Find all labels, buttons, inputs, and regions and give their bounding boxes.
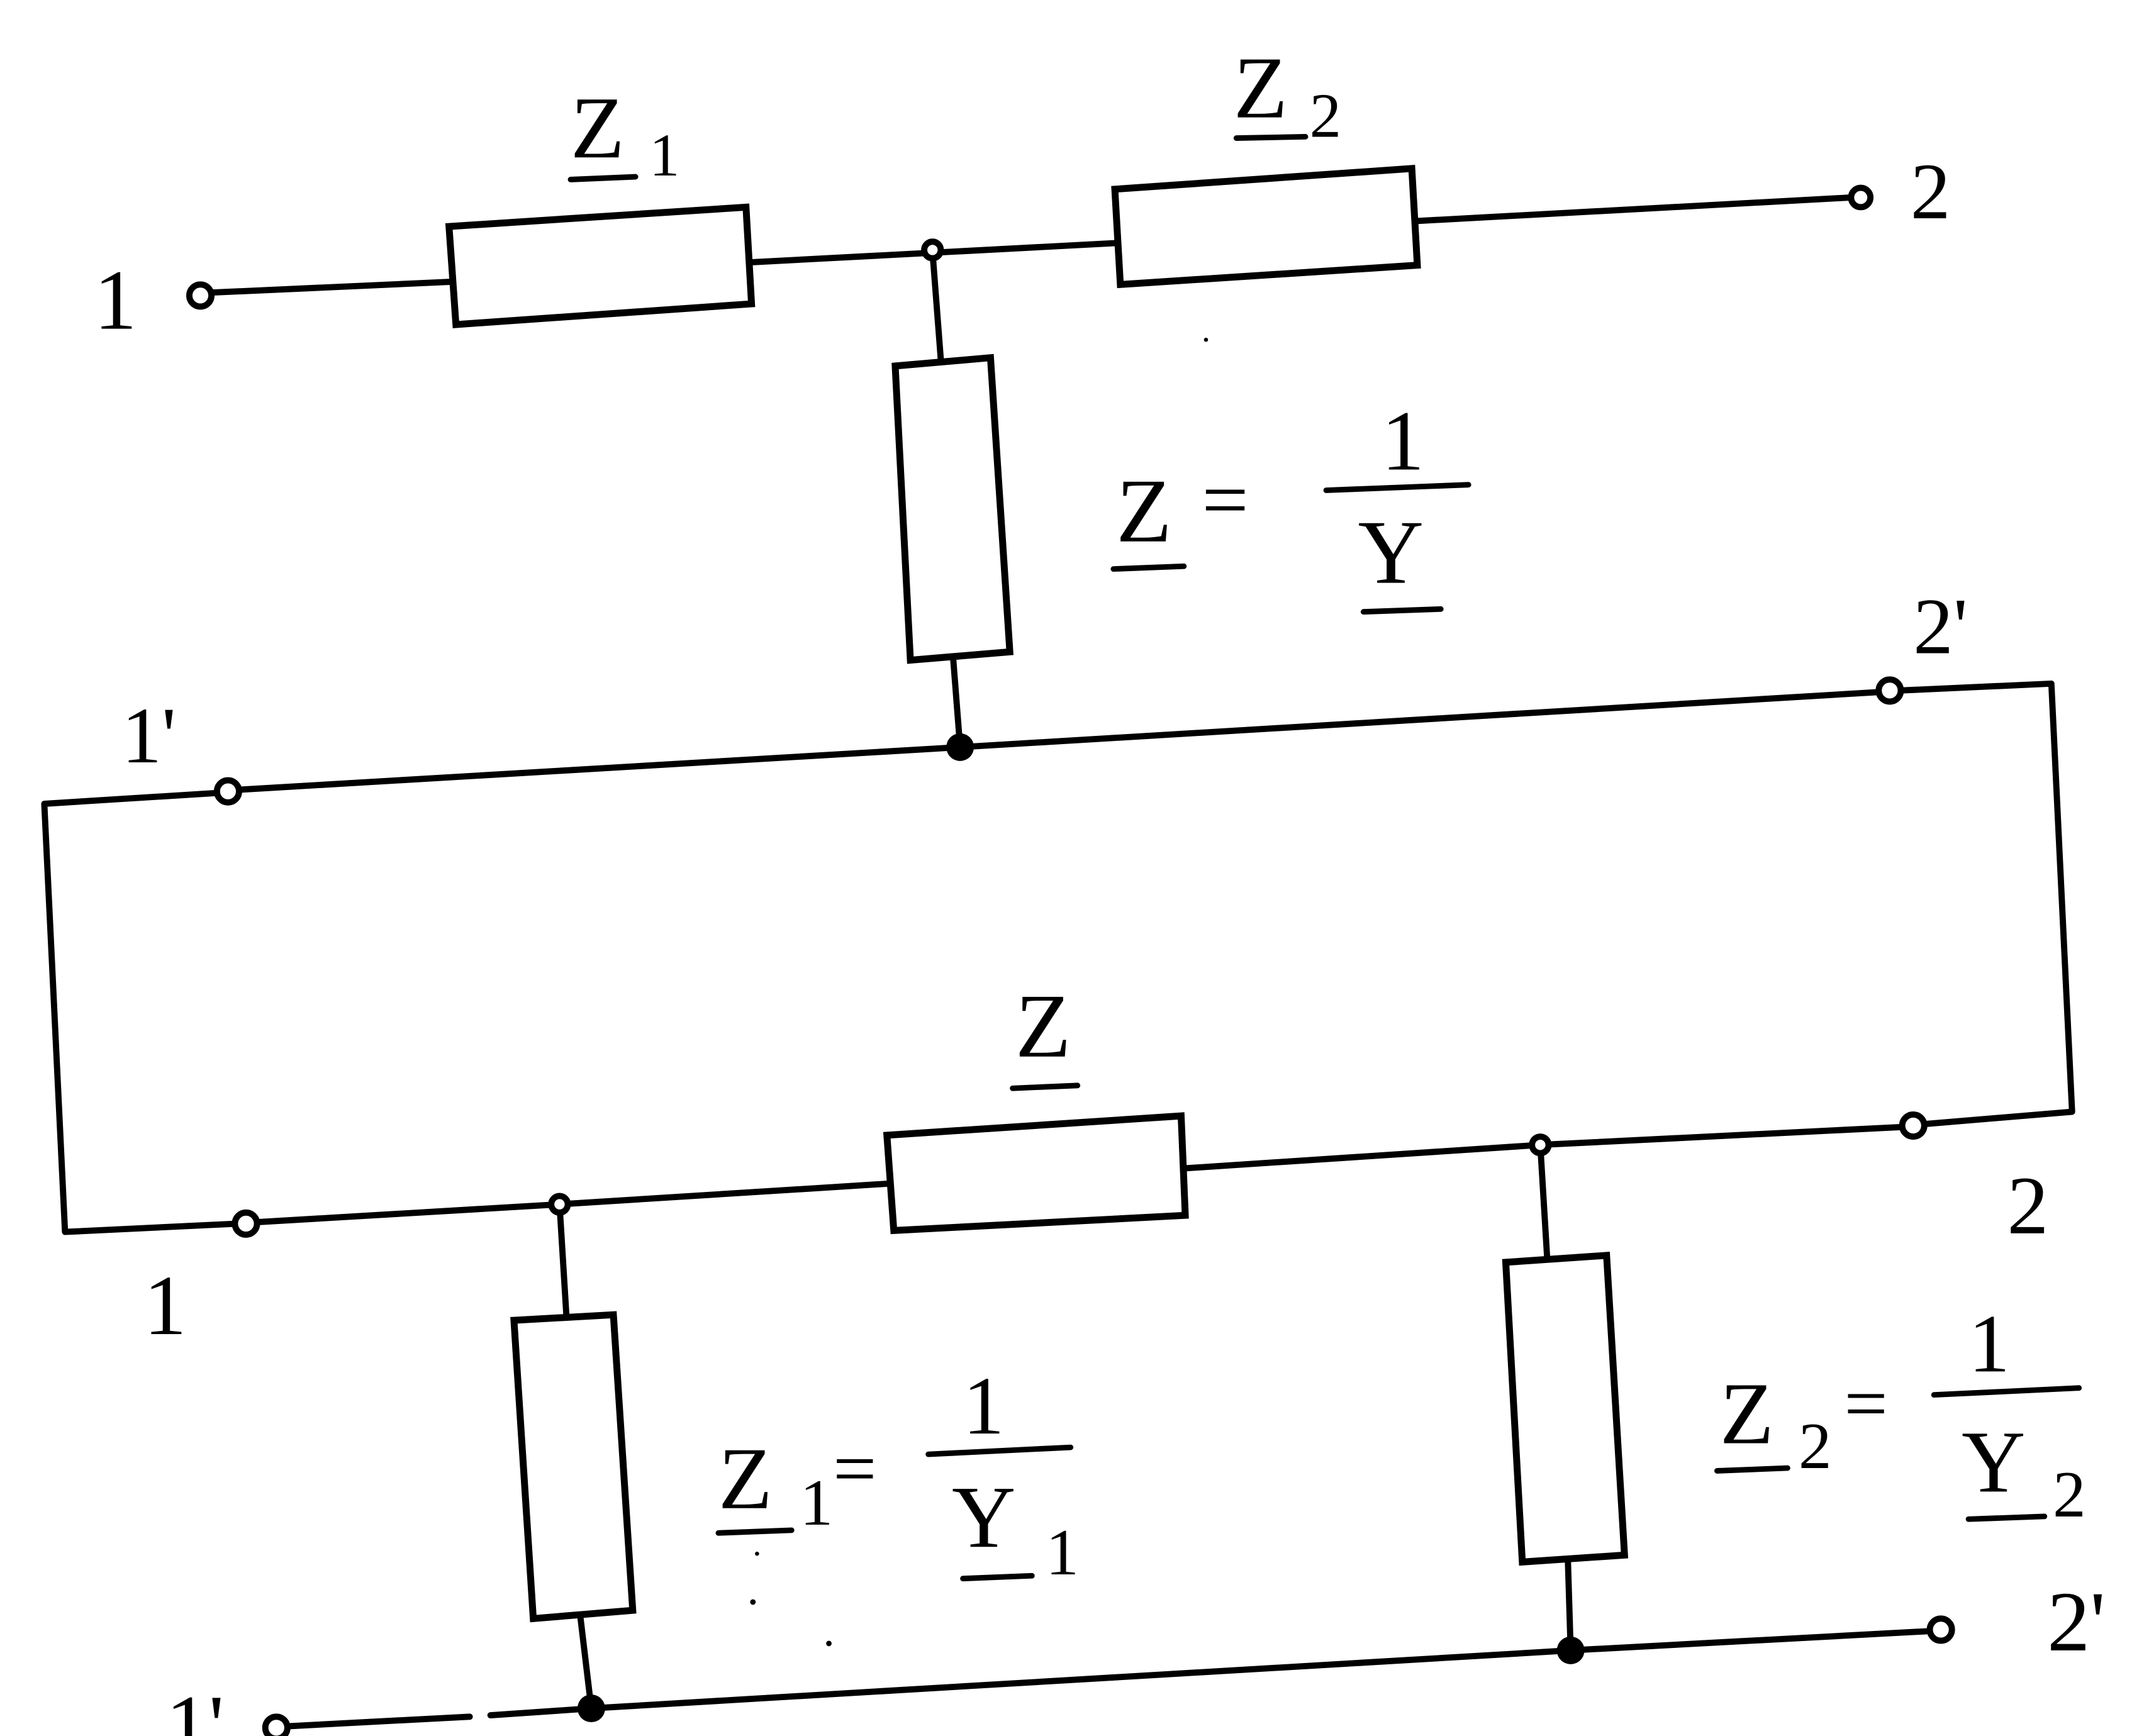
label-z1-top: Z 1 (567, 79, 679, 189)
svg-text:Z: Z (1720, 1366, 1774, 1463)
wire-top-shunt-upper (929, 248, 944, 362)
junction-bottom-ground-right-filled (1556, 1636, 1585, 1664)
svg-text:Y: Y (1358, 503, 1424, 603)
terminal-2-prime-bottom[interactable] (1926, 1615, 1955, 1644)
svg-text:2: 2 (2053, 1457, 2086, 1531)
terminal-1-bottom[interactable] (232, 1209, 260, 1238)
resistor-z-shunt-top (891, 353, 1014, 664)
equation-z-equals-1-over-y: Z = 1 Y (1110, 394, 1471, 615)
wire-bottom-ground-right (487, 1628, 1935, 1719)
svg-text:1: 1 (1968, 1298, 2010, 1389)
label-terminal-2-top: 2 (1911, 147, 1951, 236)
svg-text:Z: Z (1116, 461, 1172, 562)
label-terminal-1-prime-bottom: 1' (166, 1679, 225, 1736)
terminal-1-top[interactable] (186, 281, 215, 310)
label-terminal-1-top: 1 (94, 253, 137, 348)
wire-bottom-shunt2-upper (1537, 1142, 1551, 1262)
resistor-z1-top (445, 203, 756, 328)
label-z2-top: Z 2 (1234, 40, 1341, 151)
print-specks (750, 337, 1209, 1647)
wire-right-loop (1896, 680, 2075, 1128)
equation-z2-equals-1-over-y2: Z 2 = 1 Y 2 (1714, 1298, 2086, 1531)
wire-bottom-shunt1-upper (556, 1201, 570, 1320)
junction-bottom-left-open (548, 1193, 571, 1216)
wire-left-loop (41, 789, 241, 1235)
resistor-z1-shunt-bottom (510, 1311, 637, 1623)
junction-top-ground-filled (946, 733, 974, 761)
svg-text:Z: Z (1015, 976, 1071, 1077)
svg-text:Z: Z (1234, 40, 1288, 137)
svg-text:1: 1 (800, 1466, 833, 1539)
svg-text:1: 1 (1382, 394, 1424, 489)
terminal-2-top[interactable] (1848, 184, 1874, 211)
junction-bottom-right-open (1529, 1133, 1552, 1157)
terminal-2-prime-top[interactable] (1875, 676, 1904, 705)
terminal-1-prime-top[interactable] (213, 777, 242, 806)
label-terminal-2-prime-bottom: 2' (2047, 1575, 2106, 1669)
wire-bottom-shunt1-lower (577, 1613, 595, 1712)
resistor-z2-top (1111, 165, 1421, 289)
wire-top-shunt-lower (950, 655, 964, 750)
svg-text:=: = (833, 1425, 876, 1511)
svg-text:1: 1 (1046, 1515, 1079, 1589)
label-terminal-1-bottom: 1 (143, 1259, 186, 1353)
junction-top-open (921, 238, 944, 262)
svg-text:Y: Y (1962, 1413, 2025, 1511)
svg-text:Z: Z (571, 79, 625, 177)
svg-text:=: = (1202, 455, 1248, 546)
svg-text:=: = (1844, 1360, 1887, 1447)
interconnection: 1' 2' (41, 582, 2075, 1235)
terminal-1-prime-bottom[interactable] (262, 1713, 291, 1736)
svg-text:Z: Z (718, 1430, 773, 1528)
wire-bottom-shunt2-lower (1565, 1557, 1574, 1654)
svg-text:2: 2 (1799, 1409, 1832, 1483)
svg-text:2: 2 (1310, 80, 1342, 150)
equation-z1-equals-1-over-y1: Z 1 = 1 Y 1 (715, 1360, 1079, 1589)
label-terminal-1-prime-top: 1' (121, 691, 176, 780)
wire-bottom-in (252, 1180, 893, 1226)
label-z-series-bottom: Z (1010, 976, 1081, 1091)
bottom-pi-network: 1 2 1' 2' Z Z 1 = 1 Y 1 Z 2 = 1 Y 2 (143, 976, 2106, 1736)
resistor-z-series-bottom (883, 1112, 1189, 1235)
wire-top-out (1414, 194, 1855, 225)
terminal-2-bottom[interactable] (1899, 1111, 1928, 1140)
wire-bottom-ground-left (282, 1713, 473, 1730)
label-terminal-2-bottom: 2 (2007, 1160, 2048, 1252)
wire-ground-top (232, 689, 1885, 793)
svg-text:Y: Y (952, 1469, 1015, 1566)
resistor-z2-shunt-bottom (1502, 1252, 1629, 1566)
junction-bottom-ground-left-filled (577, 1694, 605, 1723)
top-t-network: 1 2 Z 1 Z 2 Z = 1 Y (94, 40, 1951, 750)
wire-top-in (204, 278, 455, 296)
svg-text:1: 1 (649, 121, 679, 189)
svg-text:1: 1 (963, 1360, 1005, 1452)
label-terminal-2-prime-top: 2' (1913, 582, 1968, 671)
